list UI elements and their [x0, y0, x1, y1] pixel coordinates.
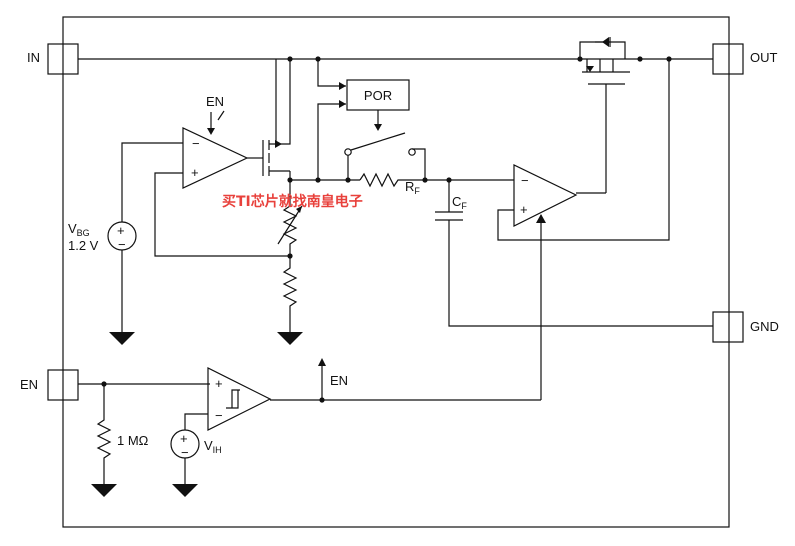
feedback-wire — [154, 172, 290, 257]
pass-transistor — [579, 37, 630, 193]
arrow — [339, 82, 346, 90]
arrow — [207, 128, 215, 135]
en-bar — [217, 110, 225, 121]
divider-resistor — [282, 256, 298, 332]
junction — [637, 56, 643, 62]
cmp-minus: − — [215, 408, 223, 423]
hysteresis-icon — [226, 389, 240, 409]
por-switch — [350, 132, 406, 151]
ground-symbol — [277, 332, 303, 345]
cmp-plus: + — [215, 376, 223, 391]
en-top-label: EN — [206, 94, 224, 109]
switch-contact — [344, 148, 352, 156]
vbg-label: VBG — [68, 221, 90, 238]
src-plus: + — [117, 223, 125, 238]
pulldown-resistor — [96, 384, 112, 484]
vih-minus: − — [181, 445, 189, 460]
switch-contact — [408, 148, 416, 156]
junction — [577, 56, 583, 62]
pin-out-label: OUT — [750, 50, 778, 65]
rf-resistor — [359, 172, 425, 188]
variable-arrow — [277, 205, 303, 245]
por-supply-wire — [317, 59, 346, 87]
pin-in-label: IN — [27, 50, 40, 65]
por-label: POR — [364, 88, 392, 103]
ea-minus: − — [192, 136, 200, 151]
watermark: 买TI芯片就找南皇电子 — [222, 193, 363, 210]
arrow — [318, 358, 326, 366]
pulldown-label: 1 MΩ — [117, 433, 149, 448]
ea-plus: + — [191, 165, 199, 180]
rf-label: RF — [405, 179, 420, 196]
en-mid-label: EN — [330, 373, 348, 388]
ground-symbol — [109, 332, 135, 345]
ground-symbol — [91, 484, 117, 497]
pin-en-label: EN — [20, 377, 38, 392]
wire — [412, 148, 426, 180]
gnd-wire — [448, 220, 713, 327]
arrow — [536, 214, 546, 223]
cf-capacitor — [435, 211, 463, 221]
arrow — [296, 206, 302, 213]
vih-label: VIH — [204, 438, 222, 455]
variable-resistor — [282, 205, 298, 256]
wire — [184, 413, 208, 430]
error-amplifier — [182, 127, 249, 189]
junction — [345, 177, 351, 183]
arrow — [339, 100, 346, 108]
out-amp-minus: − — [521, 173, 529, 188]
en-comparator — [207, 367, 272, 431]
vih-plus: + — [180, 431, 188, 446]
arrow — [374, 124, 382, 131]
output-amplifier — [513, 164, 578, 227]
junction — [315, 177, 321, 183]
wire — [121, 142, 183, 222]
pin-out — [712, 43, 744, 75]
por-sense-wire — [317, 103, 346, 180]
src-minus: − — [118, 237, 126, 252]
ground-symbol — [172, 484, 198, 497]
cf-label: CF — [452, 194, 467, 211]
pin-gnd-label: GND — [750, 319, 779, 334]
device-boundary — [62, 16, 730, 528]
vbg-value: 1.2 V — [68, 238, 99, 253]
pin-en — [47, 369, 79, 401]
pin-gnd — [712, 311, 744, 343]
output-feedback-wire — [497, 59, 670, 241]
nmos-transistor — [247, 59, 291, 176]
out-amp-plus: + — [520, 202, 528, 217]
